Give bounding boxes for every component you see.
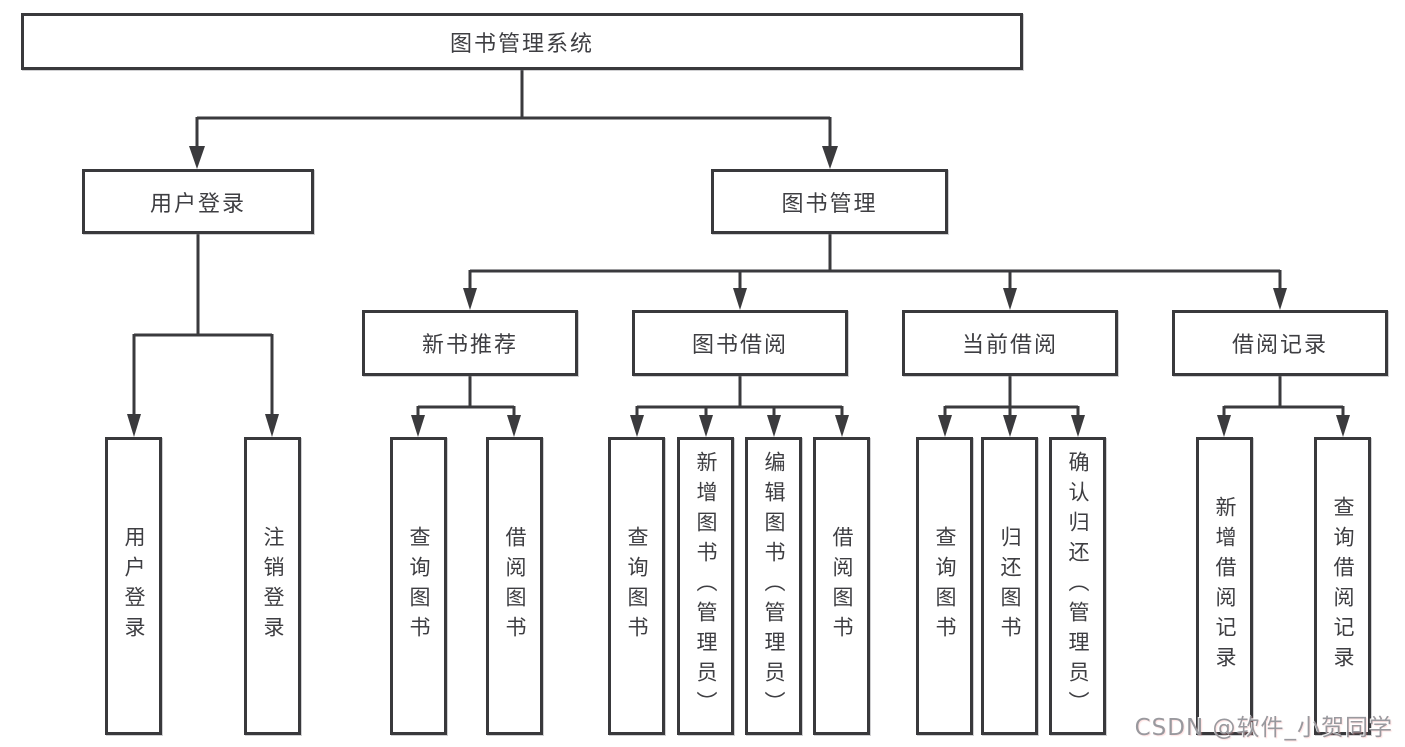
node-logout: 注销登录 — [244, 437, 301, 735]
node-add-borrow-record: 新增借阅记录 — [1196, 437, 1253, 735]
node-confirm-return-admin-label: 确认归还（管理员） — [1066, 451, 1090, 721]
node-borrow-books-2-label: 借阅图书 — [830, 526, 854, 646]
arrowhead-icon — [411, 415, 425, 437]
node-new-book-recommend: 新书推荐 — [362, 310, 578, 376]
node-user-login: 用户登录 — [82, 169, 314, 234]
node-borrow-books-1: 借阅图书 — [486, 437, 543, 735]
arrowhead-icon — [1071, 415, 1085, 437]
connector-new-book-split — [411, 376, 521, 437]
arrowhead-icon — [127, 414, 141, 437]
arrowhead-icon — [733, 288, 747, 310]
node-book-management-label: 图书管理 — [781, 191, 878, 217]
node-borrow-books-1-label: 借阅图书 — [503, 526, 527, 646]
node-add-books-admin-label: 新增图书（管理员） — [694, 451, 718, 721]
arrowhead-icon — [767, 415, 781, 437]
connector-root-split — [189, 70, 838, 169]
arrowhead-icon — [835, 415, 849, 437]
node-query-borrow-record: 查询借阅记录 — [1314, 437, 1371, 735]
node-query-borrow-record-label: 查询借阅记录 — [1331, 496, 1355, 676]
arrowhead-icon — [1336, 415, 1350, 437]
connector-user-login-split — [127, 234, 279, 437]
arrowhead-icon — [265, 414, 279, 437]
arrowhead-icon — [1003, 415, 1017, 437]
node-book-borrowing: 图书借阅 — [632, 310, 848, 376]
node-return-books: 归还图书 — [981, 437, 1038, 735]
arrowhead-icon — [699, 415, 713, 437]
connector-book-borrow-split — [630, 376, 849, 437]
connector-book-management-split — [463, 234, 1287, 310]
node-query-books-1-label: 查询图书 — [407, 526, 431, 646]
node-borrow-books-2: 借阅图书 — [813, 437, 870, 735]
node-borrow-records: 借阅记录 — [1172, 310, 1388, 376]
node-edit-books-admin: 编辑图书（管理员） — [745, 437, 802, 735]
node-return-books-label: 归还图书 — [998, 526, 1022, 646]
node-logout-label: 注销登录 — [261, 526, 285, 646]
node-user-login-label: 用户登录 — [149, 191, 246, 217]
node-user-login-action: 用户登录 — [105, 437, 162, 735]
node-query-books-3: 查询图书 — [916, 437, 973, 735]
arrowhead-icon — [1273, 288, 1287, 310]
node-book-borrowing-label: 图书借阅 — [691, 333, 788, 358]
node-query-books-2: 查询图书 — [608, 437, 665, 735]
node-confirm-return-admin: 确认归还（管理员） — [1049, 437, 1106, 735]
node-edit-books-admin-label: 编辑图书（管理员） — [762, 451, 786, 721]
arrowhead-icon — [189, 146, 205, 169]
node-query-books-3-label: 查询图书 — [933, 526, 957, 646]
connector-current-borrow-split — [938, 376, 1085, 437]
node-root: 图书管理系统 — [21, 13, 1023, 70]
arrowhead-icon — [1003, 288, 1017, 310]
arrowhead-icon — [463, 288, 477, 310]
arrowhead-icon — [822, 146, 838, 169]
node-query-books-1: 查询图书 — [390, 437, 447, 735]
arrowhead-icon — [938, 415, 952, 437]
arrowhead-icon — [507, 415, 521, 437]
node-current-borrowing-label: 当前借阅 — [961, 333, 1058, 358]
node-user-login-action-label: 用户登录 — [122, 526, 146, 646]
node-book-management: 图书管理 — [711, 169, 948, 234]
node-query-books-2-label: 查询图书 — [625, 526, 649, 646]
node-new-book-recommend-label: 新书推荐 — [421, 333, 518, 358]
node-root-label: 图书管理系统 — [449, 31, 594, 57]
arrowhead-icon — [1217, 415, 1231, 437]
node-add-books-admin: 新增图书（管理员） — [677, 437, 734, 735]
connector-borrow-records-split — [1217, 376, 1350, 437]
arrowhead-icon — [630, 415, 644, 437]
node-current-borrowing: 当前借阅 — [902, 310, 1118, 376]
node-borrow-records-label: 借阅记录 — [1231, 333, 1328, 358]
node-add-borrow-record-label: 新增借阅记录 — [1213, 496, 1237, 676]
